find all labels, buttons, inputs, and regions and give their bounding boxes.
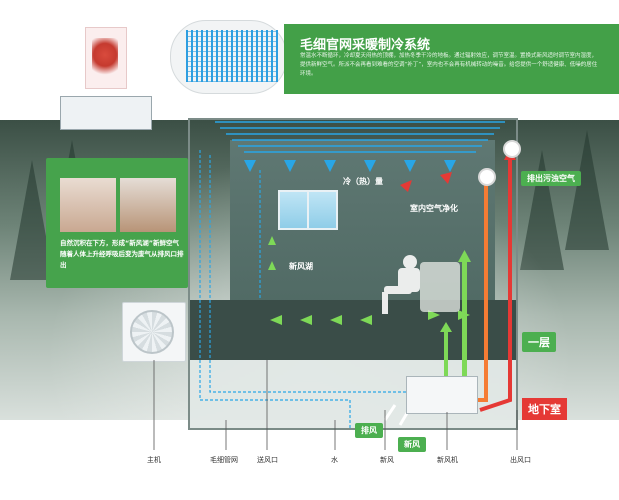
- bottom-label-host: 主机: [147, 456, 161, 464]
- indoor-purify-label: 室内空气净化: [410, 204, 458, 213]
- bottom-label-fresh-unit: 新风机: [437, 456, 458, 464]
- capillary-mat-lines: [186, 30, 278, 82]
- fresh-air-unit-icon: [406, 376, 478, 414]
- bottom-label-capillary: 毛细管网: [210, 456, 238, 464]
- basement-tag: 地下室: [522, 398, 567, 420]
- room-frame: [188, 118, 518, 430]
- header-panel: [284, 24, 619, 94]
- page-title: 毛细官网采暖制冷系统: [300, 38, 431, 53]
- floor-1-tag: 一层: [522, 332, 556, 352]
- info-caption: 自然沉积在下方，形成“新风湖”新鲜空气随着人体上升经呼吸后变为废气从排风口排出: [60, 239, 184, 269]
- window: [278, 190, 338, 230]
- bottom-label-water: 水: [331, 456, 338, 464]
- photo-right: [120, 178, 176, 232]
- fan-icon: [130, 310, 174, 354]
- exhaust-dirty-tag: 排出污浊空气: [521, 171, 581, 186]
- indoor-vent-icon: [478, 168, 496, 186]
- heat-recovery-unit-icon: [60, 96, 152, 130]
- sofa-icon: [420, 262, 460, 312]
- bottom-label-outlet: 出风口: [510, 456, 531, 464]
- photo-left: [60, 178, 116, 232]
- fresh-air-lake-label: 新风湖: [289, 262, 313, 271]
- cold-heat-label: 冷（热）量: [343, 177, 383, 186]
- exhaust-tag: 排风: [355, 423, 383, 438]
- bottom-label-supply: 送风口: [257, 456, 278, 464]
- header-description: 常温水不断循环，冷却夏天闷热的顶棚，加热冬季干冷的地板。通过辐射效应，调节室温。…: [300, 53, 598, 77]
- exhaust-vent-icon: [503, 140, 521, 158]
- person-on-sofa-icon: [382, 255, 420, 314]
- lung-shape: [92, 38, 118, 80]
- bottom-label-fresh: 新风: [380, 456, 394, 464]
- fresh-air-tag: 新风: [398, 437, 426, 452]
